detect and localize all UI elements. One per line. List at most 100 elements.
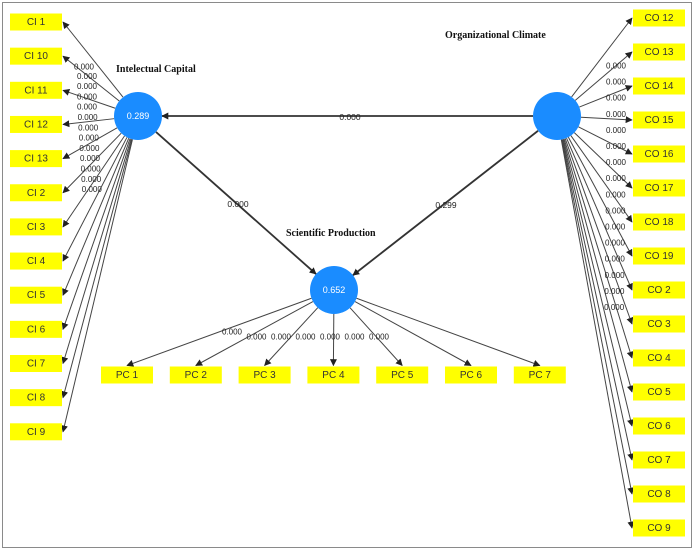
indicator-layer: CI 1 CI 10 CI 11 CI 12 CI 13 CI 2 CI 3 CI 4 CI 5… (10, 9, 685, 537)
indicator-label: CO 9 (647, 523, 671, 534)
indicator-box[interactable]: CO 9 (633, 519, 685, 537)
loading-arrow (579, 85, 633, 108)
loading-value: 0.000 (78, 113, 99, 122)
path-coefficient: 0.000 (339, 112, 361, 122)
indicator-box[interactable]: CI 2 (10, 184, 62, 202)
indicator-box[interactable]: PC 5 (376, 366, 429, 384)
indicator-box[interactable]: CI 13 (10, 150, 62, 168)
indicator-box[interactable]: CI 11 (10, 81, 62, 99)
loading-arrow (62, 127, 118, 160)
indicator-label: CO 6 (647, 421, 671, 432)
indicator-box[interactable]: PC 7 (513, 366, 566, 384)
indicator-label: CO 7 (647, 455, 671, 466)
loading-value: 0.000 (79, 134, 100, 143)
construct-circle (114, 92, 162, 140)
indicator-label: CI 8 (27, 393, 46, 404)
loading-value: 0.000 (77, 82, 98, 91)
indicator-box[interactable]: CO 15 (633, 111, 685, 129)
indicator-box[interactable]: CI 3 (10, 218, 62, 236)
indicator-box[interactable]: CI 6 (10, 320, 62, 338)
loading-arrow (356, 297, 541, 367)
indicator-label: CI 6 (27, 324, 46, 335)
indicator-box[interactable]: CO 3 (633, 315, 685, 333)
loading-value: 0.000 (604, 303, 625, 312)
indicator-label: CI 12 (24, 119, 48, 130)
loading-value: 0.000 (77, 103, 98, 112)
indicator-box[interactable]: CI 5 (10, 286, 62, 304)
indicator-label: CI 7 (27, 359, 46, 370)
indicator-label: CO 13 (645, 47, 674, 58)
loading-value: 0.000 (320, 333, 341, 342)
indicator-box[interactable]: CI 10 (10, 47, 62, 65)
indicator-label: CI 9 (27, 427, 46, 438)
indicator-label: CO 19 (645, 251, 674, 262)
construct-title: Organizational Climate (445, 30, 546, 41)
loading-value: 0.000 (74, 63, 95, 72)
indicator-label: CI 11 (24, 85, 48, 96)
indicator-box[interactable]: CO 16 (633, 145, 685, 163)
loading-value: 0.000 (605, 271, 626, 280)
loading-arrow (578, 126, 633, 155)
indicator-box[interactable]: CO 8 (633, 485, 685, 503)
indicator-box[interactable]: CO 6 (633, 417, 685, 435)
indicator-box[interactable]: CO 19 (633, 247, 685, 265)
indicator-box[interactable]: CO 13 (633, 43, 685, 61)
indicator-box[interactable]: CO 4 (633, 349, 685, 367)
indicator-label: PC 1 (116, 370, 139, 381)
indicator-box[interactable]: CI 7 (10, 355, 62, 372)
construct-ic[interactable]: 0.289 (114, 92, 162, 140)
indicator-box[interactable]: CI 12 (10, 115, 62, 133)
loading-value: 0.000 (295, 333, 316, 342)
loading-arrow (62, 118, 115, 128)
loading-arrow (62, 137, 130, 296)
construct-oc[interactable] (533, 92, 581, 140)
indicator-label: CO 14 (645, 81, 674, 92)
indicator-label: CO 15 (645, 115, 674, 126)
loading-value: 0.000 (79, 144, 100, 153)
indicator-box[interactable]: PC 6 (445, 366, 497, 384)
loading-value: 0.000 (222, 328, 243, 337)
indicator-label: CI 3 (27, 222, 46, 233)
indicator-box[interactable]: PC 4 (307, 366, 360, 384)
loading-value: 0.000 (605, 206, 626, 215)
loading-value: 0.000 (604, 287, 625, 296)
indicator-box[interactable]: CI 4 (10, 252, 62, 270)
indicator-box[interactable]: CO 14 (633, 77, 685, 95)
indicator-box[interactable]: PC 3 (238, 366, 291, 384)
loading-arrow (561, 139, 635, 461)
indicator-box[interactable]: CI 8 (10, 389, 62, 407)
indicator-box[interactable]: CI 1 (10, 13, 62, 31)
indicator-box[interactable]: CI 9 (10, 423, 62, 441)
indicator-label: CO 3 (647, 319, 671, 330)
loading-value: 0.000 (605, 223, 626, 232)
path-coefficient: 0.299 (435, 200, 457, 210)
indicator-box[interactable]: CO 5 (633, 383, 685, 401)
construct-sp[interactable]: 0.652 (310, 266, 358, 314)
indicator-box[interactable]: PC 1 (101, 366, 153, 384)
loading-value: 0.000 (606, 94, 627, 103)
connector-layer (61, 17, 635, 529)
loading-value: 0.000 (246, 333, 267, 342)
indicator-box[interactable]: CO 12 (633, 9, 685, 27)
indicator-box[interactable]: CO 2 (633, 281, 685, 299)
indicator-box[interactable]: CO 7 (633, 451, 685, 469)
indicator-label: CO 2 (647, 285, 671, 296)
loading-value: 0.000 (605, 239, 626, 248)
indicator-label: CI 2 (27, 188, 46, 199)
indicator-box[interactable]: CO 17 (633, 179, 685, 197)
loading-arrow (61, 139, 133, 433)
loading-arrow (126, 297, 312, 367)
indicator-label: CO 17 (645, 183, 674, 194)
loading-arrow (560, 139, 635, 529)
loading-arrow (62, 137, 128, 262)
loading-arrow (264, 307, 319, 367)
path-arrow-oc-sp (352, 130, 539, 276)
indicator-box[interactable]: CO 18 (633, 213, 685, 231)
path-arrow-ic-sp (155, 131, 317, 275)
loading-value: 0.000 (82, 185, 103, 194)
loading-arrow (580, 116, 633, 124)
indicator-label: PC 5 (391, 370, 414, 381)
indicator-box[interactable]: PC 2 (169, 366, 222, 384)
